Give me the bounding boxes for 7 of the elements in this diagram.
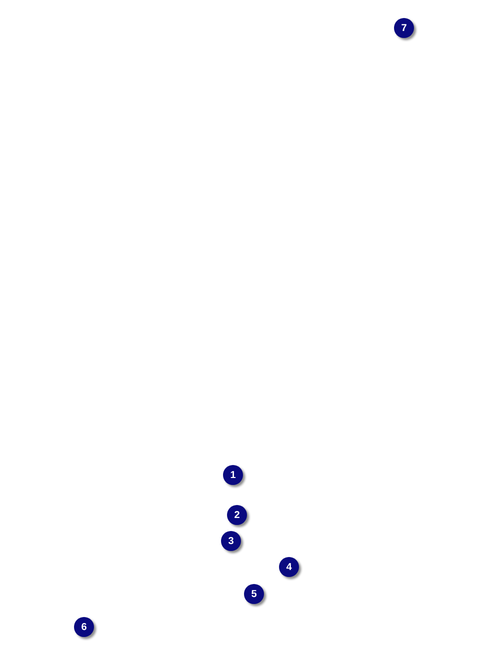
callout-number: 5 xyxy=(244,584,264,604)
callout-number: 3 xyxy=(221,531,241,551)
callout-number: 7 xyxy=(394,18,414,38)
callout-number: 6 xyxy=(74,617,94,637)
callout-number: 4 xyxy=(279,557,299,577)
callout-number: 2 xyxy=(227,505,247,525)
callout-number: 1 xyxy=(223,465,243,485)
